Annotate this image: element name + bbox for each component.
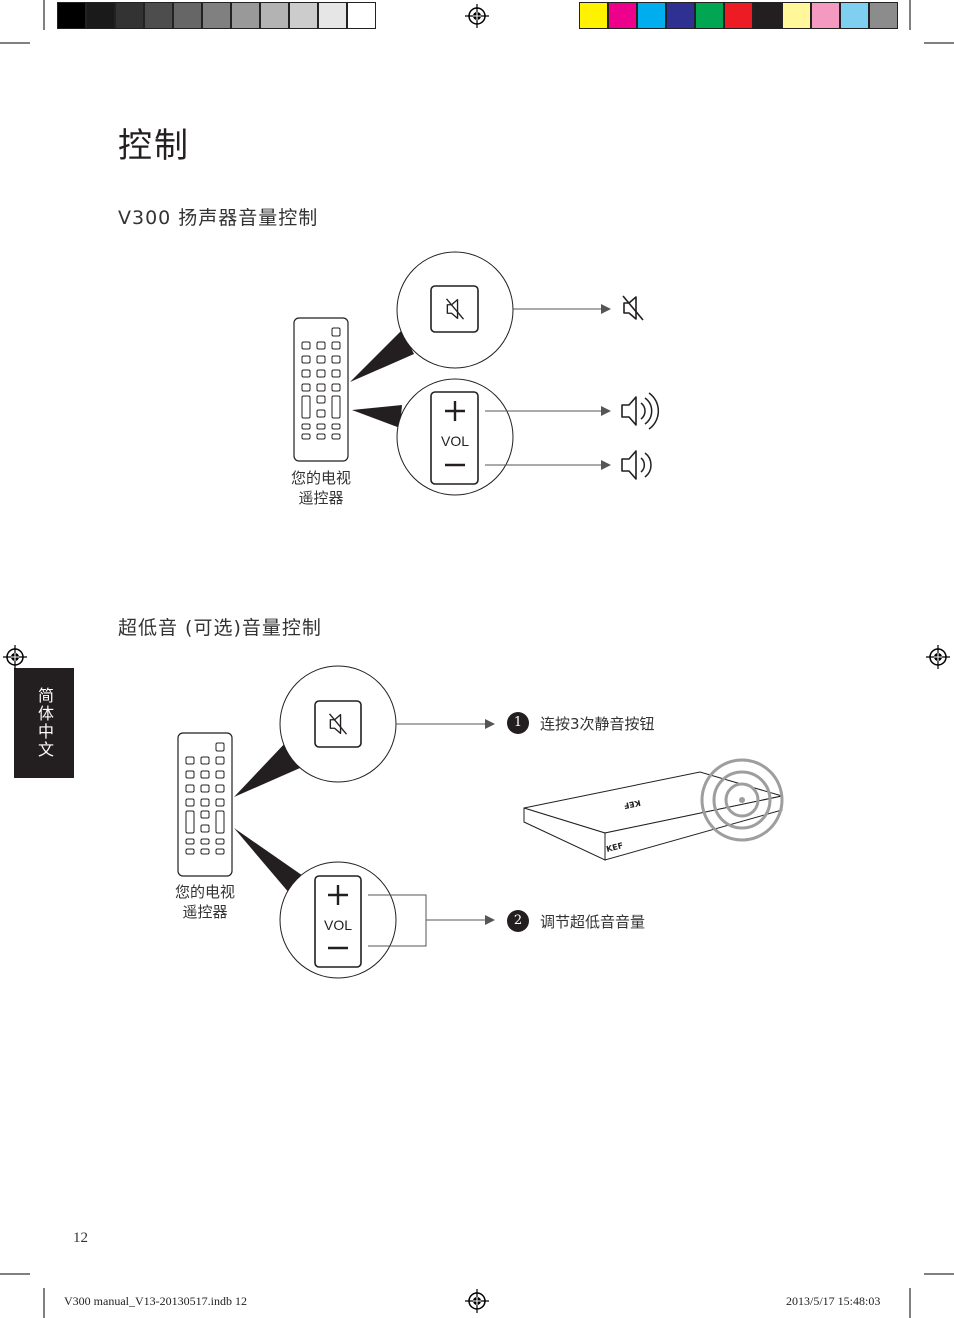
footer-file-name: V300 manual_V13-20130517.indb 12 — [64, 1294, 247, 1308]
color-swatch — [637, 2, 666, 29]
subwoofer-icon: KEF KEF — [523, 758, 784, 861]
remote-label: 您的电视 遥控器 — [160, 882, 250, 922]
callout-pointer — [234, 828, 306, 894]
color-swatch — [115, 2, 144, 29]
volume-button — [314, 875, 362, 968]
remote-label: 您的电视 遥控器 — [276, 468, 366, 508]
remote-label-line1: 您的电视 — [174, 883, 235, 901]
mute-icon — [622, 295, 644, 321]
language-tab: 简体中文 — [14, 668, 74, 778]
brand-logo: KEF — [605, 841, 624, 854]
remote-label-line2: 遥控器 — [182, 903, 228, 921]
step1-text: 连按3次静音按钮 — [540, 715, 655, 733]
color-swatch — [202, 2, 231, 29]
page-number: 12 — [73, 1230, 88, 1246]
step-number-2: 2 — [507, 910, 529, 932]
color-swatch — [260, 2, 289, 29]
remote-control-icon — [293, 317, 349, 462]
remote-label-line2: 遥控器 — [298, 489, 344, 507]
volume-high-icon — [621, 392, 660, 430]
callout-pointer — [352, 405, 402, 428]
color-swatch — [318, 2, 347, 29]
vol-label: VOL — [441, 433, 469, 449]
color-swatch — [144, 2, 173, 29]
color-swatch — [869, 2, 898, 29]
volume-button — [430, 391, 479, 485]
step-number-1: 1 — [507, 712, 529, 734]
step2-text: 调节超低音音量 — [540, 913, 646, 931]
color-swatch — [782, 2, 811, 29]
color-swatch — [724, 2, 753, 29]
brand-logo: KEF — [623, 798, 642, 810]
color-swatch — [840, 2, 869, 29]
section-title-subwoofer-volume: 超低音 (可选)音量控制 — [118, 617, 322, 639]
section-title-speaker-volume: V300 扬声器音量控制 — [118, 207, 319, 229]
registration-mark-icon — [464, 3, 490, 29]
color-swatch — [57, 2, 86, 29]
registration-mark-icon — [925, 644, 951, 670]
language-tab-label: 简体中文 — [35, 687, 54, 759]
color-swatch — [811, 2, 840, 29]
color-swatch — [347, 2, 376, 29]
callout-pointer — [350, 330, 414, 382]
color-swatch — [86, 2, 115, 29]
registration-mark-icon — [2, 644, 28, 670]
callout-pointer — [234, 740, 300, 797]
footer-timestamp: 2013/5/17 15:48:03 — [786, 1294, 881, 1308]
vol-label: VOL — [324, 917, 352, 933]
remote-control-icon — [177, 732, 233, 877]
color-swatch — [231, 2, 260, 29]
volume-low-icon — [621, 450, 652, 480]
color-swatch — [753, 2, 782, 29]
color-swatch — [666, 2, 695, 29]
remote-label-line1: 您的电视 — [290, 469, 351, 487]
registration-mark-icon — [464, 1288, 490, 1314]
color-swatch — [289, 2, 318, 29]
page-title: 控制 — [118, 126, 190, 166]
color-swatch — [579, 2, 608, 29]
color-swatch — [608, 2, 637, 29]
color-swatch — [173, 2, 202, 29]
color-swatch — [695, 2, 724, 29]
